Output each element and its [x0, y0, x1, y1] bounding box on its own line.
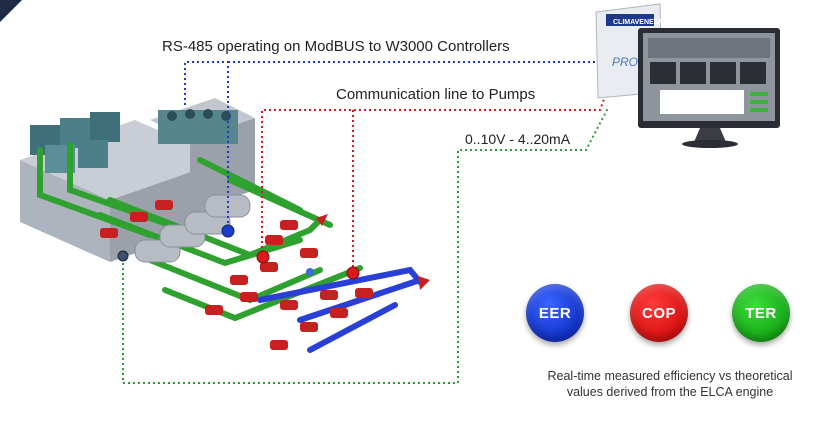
analog-line — [122, 107, 609, 384]
pumps — [100, 200, 430, 350]
ter-badge: TER — [732, 284, 790, 342]
pumps-line-label: Communication line to Pumps — [336, 86, 536, 103]
analog-signal-label: 0..10V - 4..20mA — [465, 131, 571, 147]
red-sensor-2 — [346, 266, 360, 280]
blue-pipes — [257, 266, 423, 353]
red-sensor-1 — [256, 250, 270, 264]
blue-sensor — [221, 224, 235, 238]
caption-line-2: values derived from the ELCA engine — [566, 385, 774, 399]
blue-sensor-small — [306, 268, 314, 276]
rooftop-chillers — [30, 109, 238, 173]
grey-sensor — [117, 250, 129, 262]
controller-brand: CLIMAVENETA — [613, 19, 663, 26]
cop-badge: COP — [630, 284, 688, 342]
efficiency-caption: Real-time measured efficiency vs theoret… — [505, 368, 831, 400]
corner-accent — [0, 0, 22, 22]
pumps-line — [261, 87, 609, 272]
controller-product: PRO — [612, 55, 638, 69]
rs485-label: RS-485 operating on ModBUS to W3000 Cont… — [162, 38, 510, 55]
monitor — [638, 28, 780, 148]
caption-line-1: Real-time measured efficiency vs theoret… — [547, 369, 793, 383]
eer-badge: EER — [526, 284, 584, 342]
